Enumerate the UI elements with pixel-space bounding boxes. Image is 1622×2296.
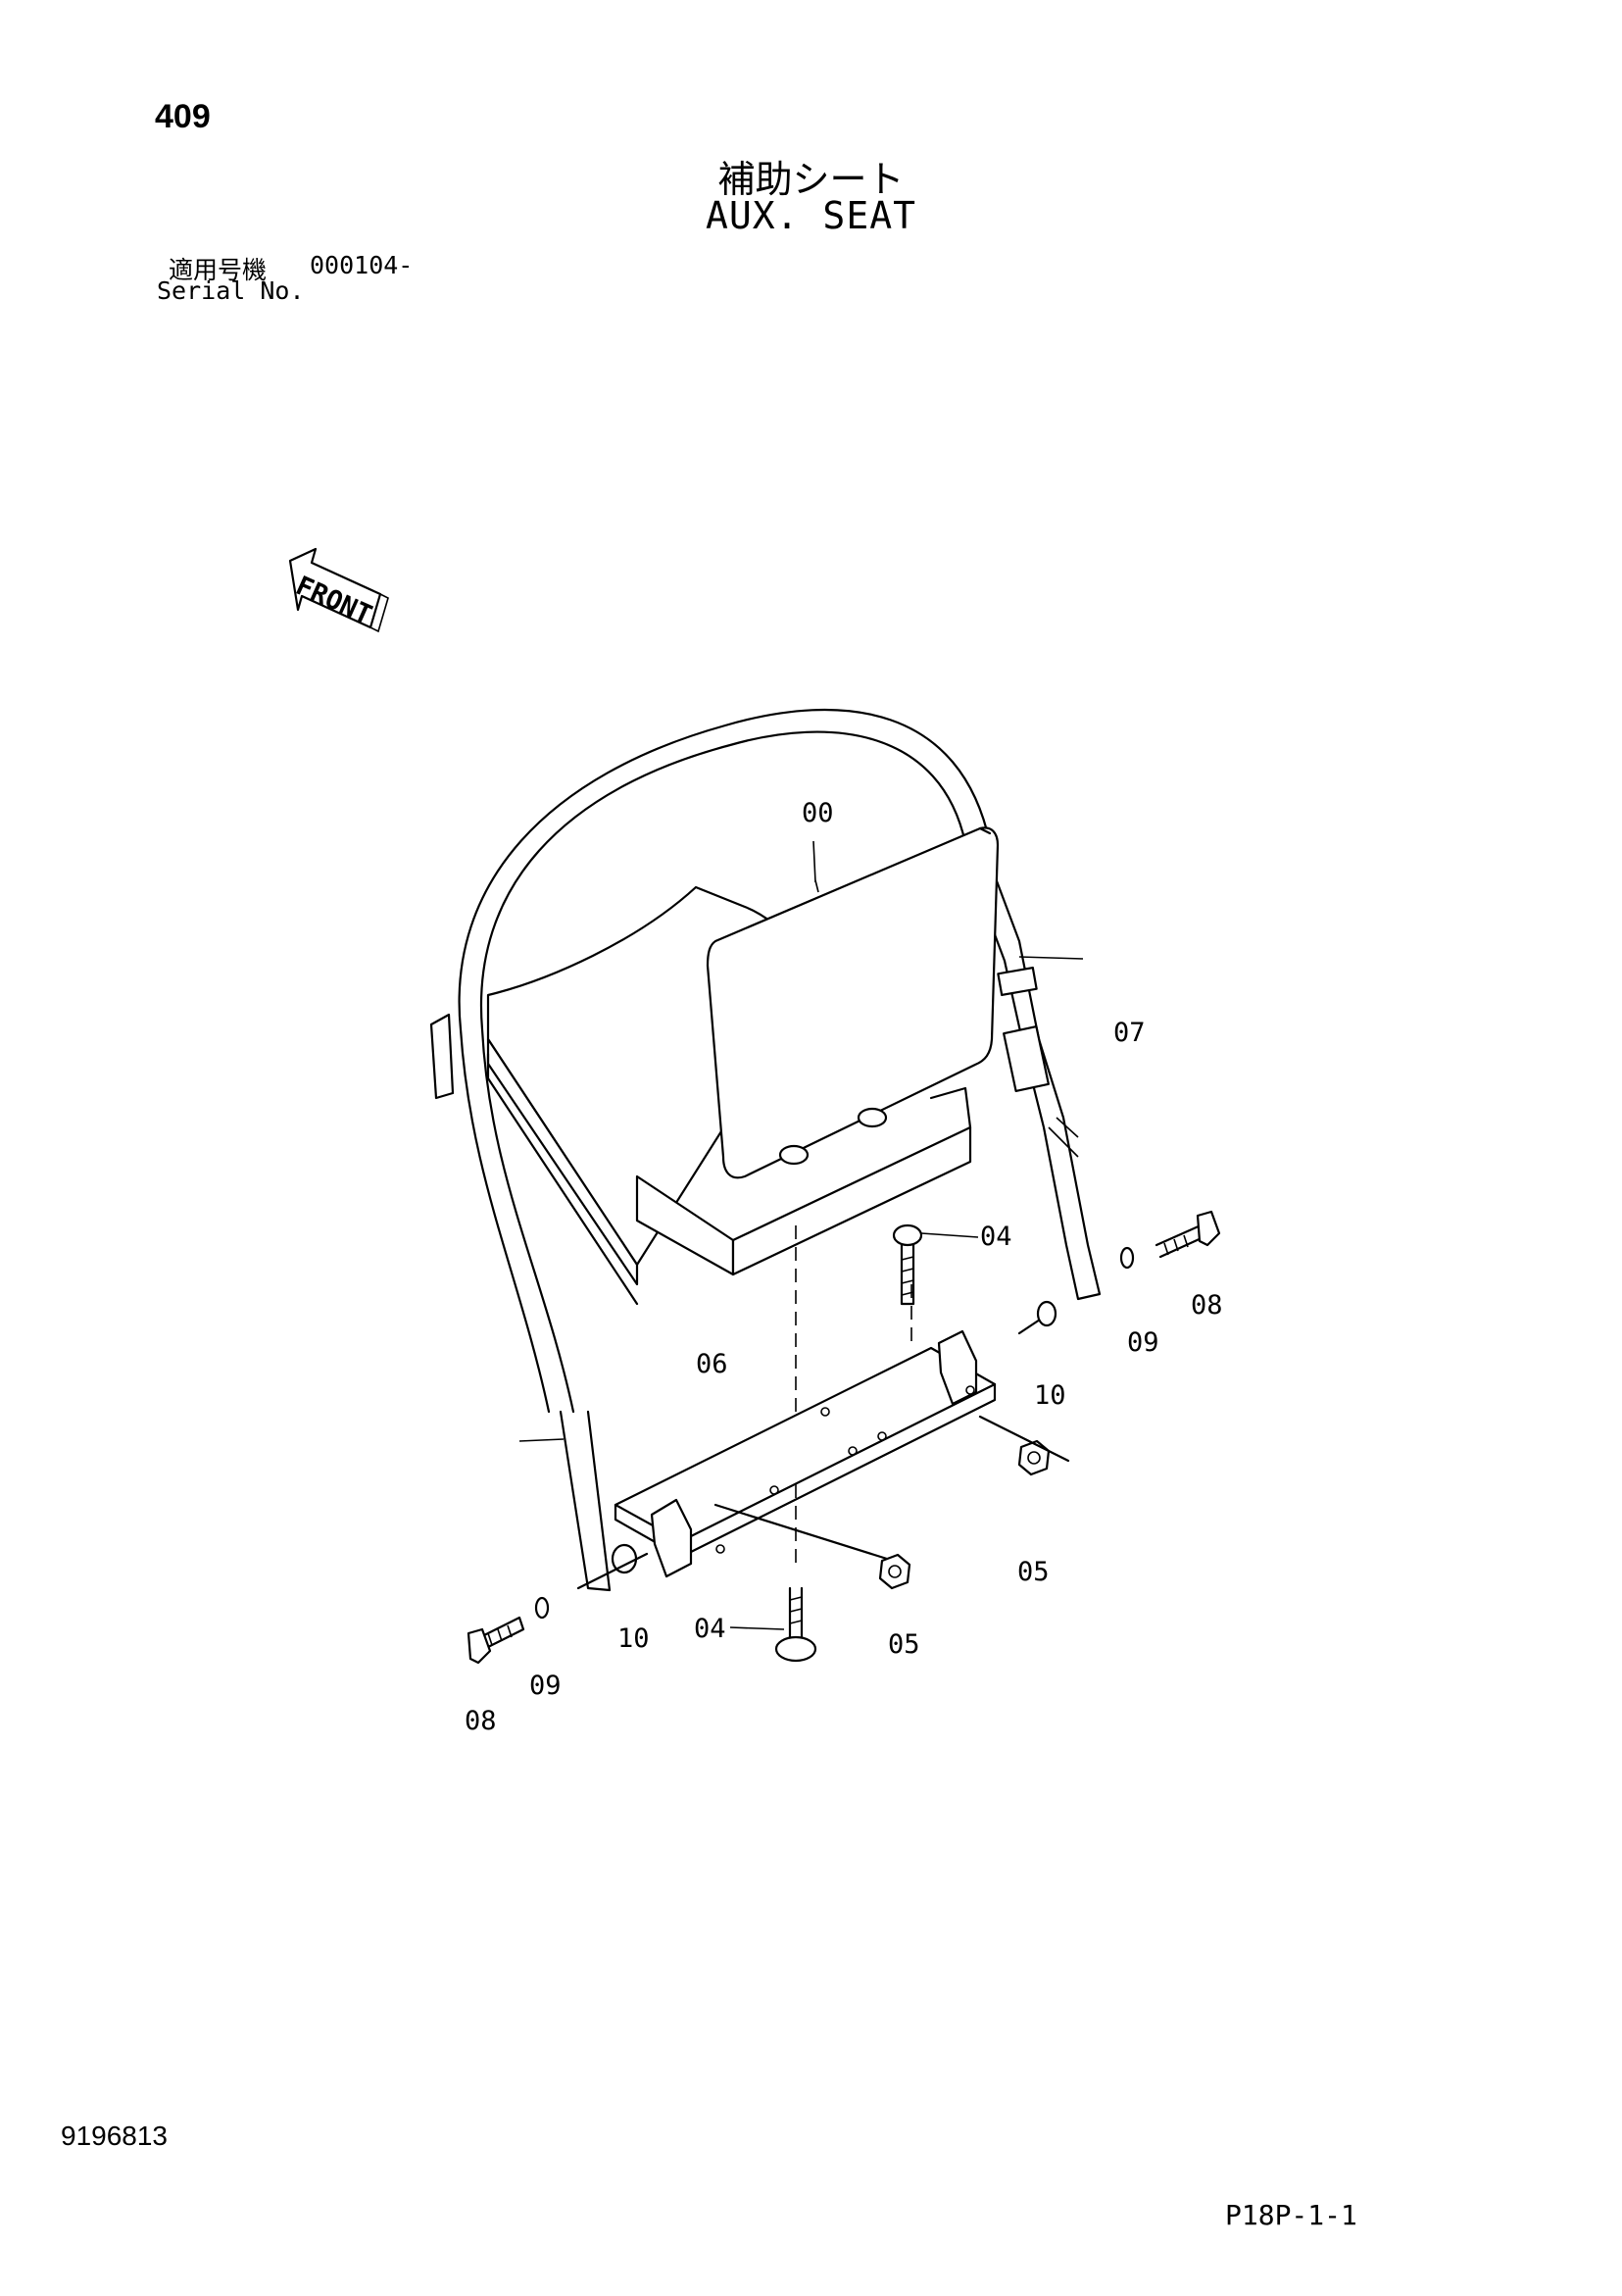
bolt-bottom — [729, 1586, 817, 1663]
title-english: AUX. SEAT — [706, 194, 916, 237]
right-hardware — [1017, 1210, 1221, 1335]
callout-washer-left: 09 — [529, 1671, 562, 1701]
front-arrow-icon: FRONT — [288, 547, 389, 633]
serial-label-english: Serial No. — [157, 276, 305, 305]
callout-nut-right: 05 — [1017, 1557, 1050, 1587]
page-number: 409 — [155, 98, 211, 135]
serial-label-japanese: 適用号機 — [169, 256, 268, 284]
nut-right — [978, 1415, 1070, 1476]
seat-belt — [458, 708, 1102, 1592]
callout-bolt-bottom: 04 — [694, 1614, 726, 1644]
left-hardware — [467, 1543, 649, 1665]
callout-bolt-right: 08 — [1191, 1290, 1223, 1321]
callout-nut-left: 05 — [888, 1629, 920, 1660]
callout-bolt-left: 08 — [465, 1706, 497, 1736]
title-japanese: 補助シート — [717, 160, 905, 201]
callout-belt: 07 — [1113, 1018, 1146, 1048]
callout-bushing-left: 10 — [617, 1623, 650, 1654]
serial-value: 000104- — [310, 251, 414, 279]
callout-bolt-top: 04 — [980, 1222, 1012, 1252]
nut-left — [713, 1503, 911, 1590]
drawing-id: 9196813 — [61, 2121, 169, 2151]
sheet-code: P18P-1-1 — [1225, 2199, 1357, 2231]
callout-seat: 00 — [802, 798, 834, 828]
bolt-top — [892, 1223, 979, 1306]
seat — [429, 826, 1000, 1306]
callout-washer-right: 09 — [1127, 1327, 1159, 1358]
callout-base-plate: 06 — [696, 1349, 728, 1379]
callout-bushing-right: 10 — [1034, 1380, 1066, 1411]
front-label: FRONT — [291, 571, 376, 630]
base-plate — [614, 1329, 997, 1578]
